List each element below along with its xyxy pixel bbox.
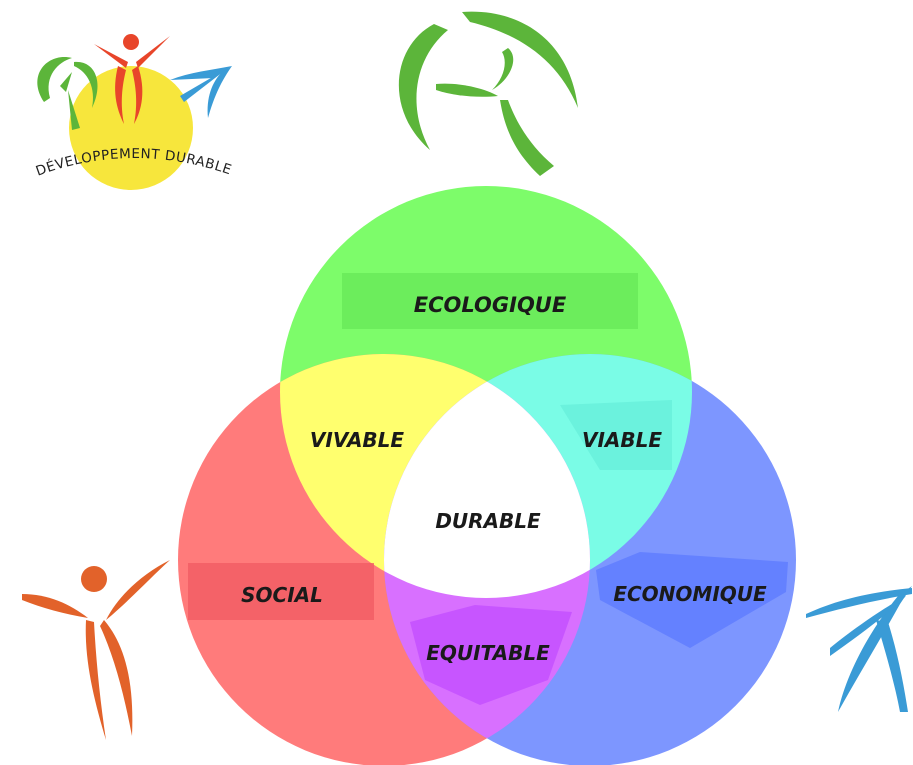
person-icon [22, 560, 170, 740]
social-label: SOCIAL [241, 583, 323, 607]
wind-turbine-icon [398, 11, 578, 176]
logo-turbine-icon [37, 57, 98, 130]
durable-label: DURABLE [435, 509, 541, 533]
vivable-label: VIVABLE [310, 428, 405, 452]
logo-person-icon [94, 34, 170, 124]
ecologique-label: ECOLOGIQUE [414, 293, 567, 317]
arrow-icon [806, 586, 912, 712]
logo-sun-icon [69, 66, 193, 190]
equitable-label-backdrop [410, 605, 572, 705]
social-label-backdrop [188, 563, 374, 620]
ecologique-label-backdrop [342, 273, 638, 329]
viable-label-backdrop [560, 400, 672, 470]
durable-region [384, 354, 590, 598]
viable-label: VIABLE [582, 428, 662, 452]
equitable-label: EQUITABLE [426, 641, 550, 665]
logo-arrow-icon [170, 66, 232, 118]
economique-label-backdrop [596, 552, 788, 648]
economique-label: ECONOMIQUE [613, 582, 767, 606]
developpement-durable-logo: DÉVELOPPEMENT DURABLE [34, 34, 233, 190]
